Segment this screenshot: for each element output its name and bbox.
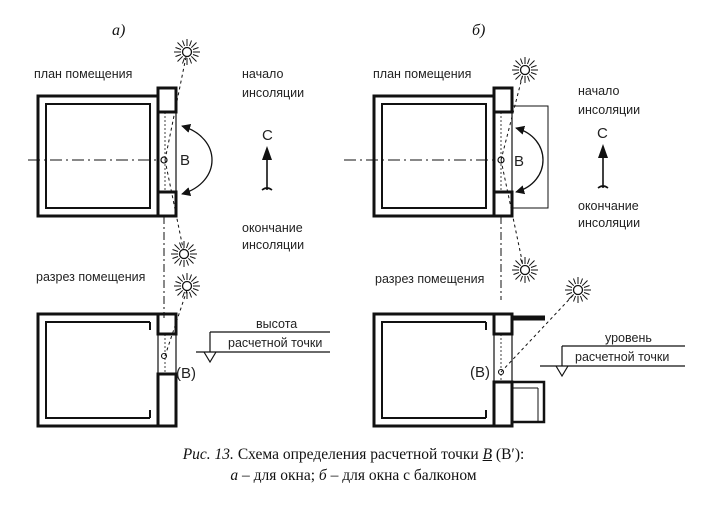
caption-fig-number: Рис. 13.	[182, 446, 234, 463]
panel-b-section-point-label: (В)	[470, 364, 490, 381]
panel-b-start-label-1: начало	[578, 84, 619, 98]
panel-b-plan-label: план помещения	[373, 67, 471, 81]
panel-a-end-label-2: инсоляции	[242, 238, 304, 252]
panel-b-point-label: В	[514, 153, 524, 170]
caption-b: б	[318, 467, 327, 484]
caption-line-1: Рис. 13. Схема определения расчетной точ…	[0, 446, 707, 464]
panel-a-point-label: В	[180, 152, 190, 169]
sun-icon	[511, 256, 539, 284]
panel-a-ray-start	[164, 51, 188, 161]
panel-a-letter: а)	[112, 22, 125, 39]
caption-a: а	[230, 467, 239, 484]
panel-b-section-ray	[500, 289, 579, 373]
caption-point: В	[482, 446, 493, 463]
sun-icon	[564, 276, 592, 304]
panel-a-point-marker	[160, 156, 168, 164]
panel-b-section-label: разрез помещения	[375, 272, 484, 286]
arc-arrow-icon	[515, 125, 544, 195]
panel-b-letter: б)	[472, 22, 485, 39]
panel-b-start-label-2: инсоляции	[578, 103, 640, 117]
panel-a: а) план помещения В начало инсоляции око…	[28, 22, 330, 428]
panel-a-height-label-1: высота	[256, 317, 297, 331]
caption-title: Схема определения расчетной точки	[233, 446, 483, 463]
sun-icon	[170, 240, 198, 268]
panel-a-plan-walls	[36, 86, 178, 218]
arc-arrow-icon	[181, 124, 213, 196]
panel-a-start-label-2: инсоляции	[242, 86, 304, 100]
panel-b-end-label-2: инсоляции	[578, 216, 640, 230]
panel-a-height-label-2: расчетной точки	[228, 336, 322, 350]
insolation-diagram: а) план помещения В начало инсоляции око…	[28, 22, 685, 428]
panel-b-height-label-2: расчетной точки	[575, 350, 669, 364]
north-arrow-icon	[261, 146, 273, 191]
panel-b-north-label: С	[597, 125, 608, 142]
level-mark-icon	[540, 345, 685, 378]
panel-b-end-label-1: окончание	[578, 199, 639, 213]
caption-point-alt: (В′):	[492, 446, 525, 463]
panel-a-end-label-1: окончание	[242, 221, 303, 235]
panel-b: б) план помещения В начало инсоляции око…	[344, 22, 685, 428]
caption-line-2: а – для окна; б – для окна с балконом	[0, 467, 707, 485]
panel-a-section-point-label: (В)	[176, 365, 196, 382]
panel-a-plan-label: план помещения	[34, 67, 132, 81]
panel-b-section-walls	[372, 312, 546, 428]
panel-a-section-label: разрез помещения	[36, 270, 145, 284]
level-mark-icon	[196, 331, 330, 364]
north-arrow-icon	[597, 144, 609, 189]
panel-b-plan-walls	[372, 86, 549, 218]
panel-b-height-label-1: уровень	[605, 331, 652, 345]
sun-icon	[173, 272, 201, 300]
panel-a-start-label-1: начало	[242, 67, 283, 81]
panel-a-ray-end	[164, 159, 186, 259]
sun-icon	[173, 38, 201, 66]
panel-a-section-walls	[36, 312, 178, 428]
panel-b-ray-end	[500, 159, 525, 271]
caption-b-text: – для окна с балконом	[326, 467, 477, 484]
panel-a-north-label: С	[262, 127, 273, 144]
caption-a-text: – для окна;	[238, 467, 319, 484]
sun-icon	[511, 56, 539, 84]
